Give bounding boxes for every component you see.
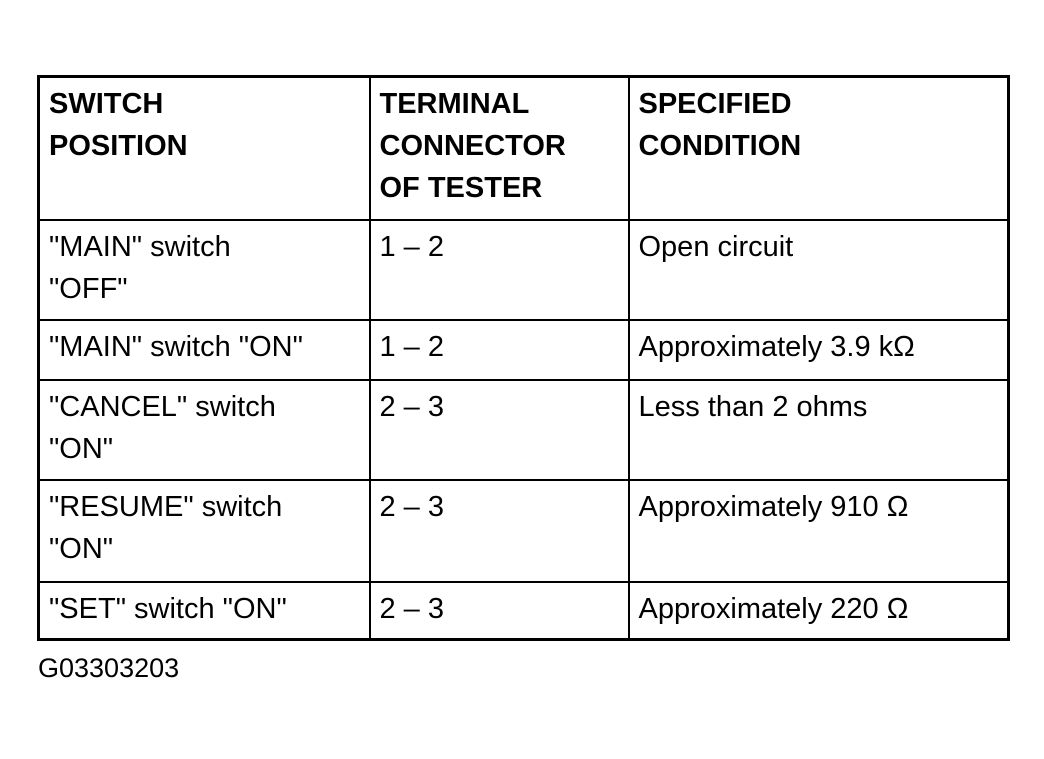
cell-terminal-connector: 2 – 3 xyxy=(368,580,630,641)
cell-terminal-connector: 2 – 3 xyxy=(368,378,630,481)
table-row: "MAIN" switch "OFF" 1 – 2 Open circuit xyxy=(37,218,1010,321)
table-row: "SET" switch "ON" 2 – 3 Approximately 22… xyxy=(37,580,1010,641)
table-row: "CANCEL" switch "ON" 2 – 3 Less than 2 o… xyxy=(37,378,1010,481)
cell-switch-position: "MAIN" switch "OFF" xyxy=(37,218,371,321)
switch-specification-table: SWITCH POSITION TERMINAL CONNECTOR OF TE… xyxy=(37,75,1010,641)
cell-specified-condition: Approximately 910 Ω xyxy=(627,478,1010,583)
cell-terminal-connector: 1 – 2 xyxy=(368,218,630,321)
table-header-row: SWITCH POSITION TERMINAL CONNECTOR OF TE… xyxy=(37,75,1010,221)
column-header-terminal-connector: TERMINAL CONNECTOR OF TESTER xyxy=(368,75,630,221)
table-row: "RESUME" switch "ON" 2 – 3 Approximately… xyxy=(37,478,1010,583)
cell-terminal-connector: 2 – 3 xyxy=(368,478,630,583)
column-header-specified-condition: SPECIFIED CONDITION xyxy=(627,75,1010,221)
cell-specified-condition: Open circuit xyxy=(627,218,1010,321)
cell-specified-condition: Less than 2 ohms xyxy=(627,378,1010,481)
figure-id: G03303203 xyxy=(38,653,180,683)
cell-switch-position: "MAIN" switch "ON" xyxy=(37,318,371,381)
column-header-switch-position: SWITCH POSITION xyxy=(37,75,371,221)
cell-terminal-connector: 1 – 2 xyxy=(368,318,630,381)
table-row: "MAIN" switch "ON" 1 – 2 Approximately 3… xyxy=(37,318,1010,381)
cell-specified-condition: Approximately 220 Ω xyxy=(627,580,1010,641)
cell-switch-position: "SET" switch "ON" xyxy=(37,580,371,641)
cell-specified-condition: Approximately 3.9 kΩ xyxy=(627,318,1010,381)
cell-switch-position: "RESUME" switch "ON" xyxy=(37,478,371,583)
cell-switch-position: "CANCEL" switch "ON" xyxy=(37,378,371,481)
